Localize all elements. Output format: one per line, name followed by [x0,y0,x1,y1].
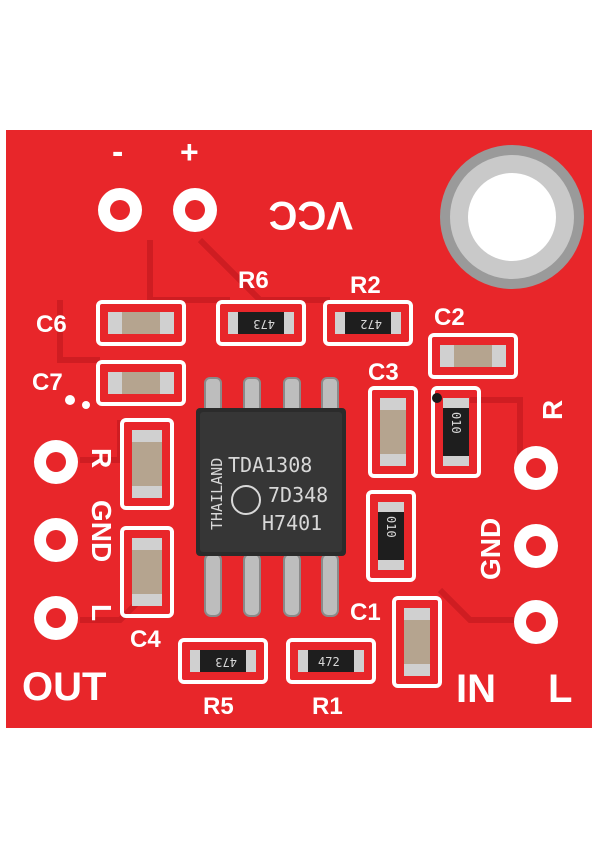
plus-label: + [180,134,199,170]
out-l-label: L [86,604,117,621]
chip-line2: 7D348 [268,483,328,507]
output-pads [34,440,78,640]
label-c1: C1 [350,599,381,626]
chip-line3: H7401 [262,511,322,535]
chip-side-text: THAILAND [208,458,226,530]
out-label: OUT [22,665,106,709]
out-gnd-label: GND [86,500,117,562]
chip-line1: TDA1308 [228,453,312,477]
in-gnd-label: GND [475,518,506,580]
label-c2: C2 [434,304,465,331]
philips-logo-icon [231,485,261,515]
r5-code: 473 [215,655,237,669]
label-r6: R6 [238,267,269,294]
label-c7: C7 [32,369,63,396]
silk-outlines [96,300,518,688]
label-c6: C6 [36,311,67,338]
in-label: IN [456,667,496,711]
label-r5: R5 [203,693,234,720]
r2-code: 472 [360,317,382,331]
r6-code: 473 [253,317,275,331]
vcc-label: VCC [269,193,353,237]
minus-label: - [112,133,123,171]
power-pads [98,188,217,232]
in-r-label: R [537,400,568,420]
label-r1: R1 [312,693,343,720]
label-c4: C4 [130,626,161,653]
input-pads [514,446,558,644]
label-c3: C3 [368,359,399,386]
smd-components [108,312,506,676]
r1-code: 472 [318,655,340,669]
in-l-label: L [548,667,572,711]
c3-side-code: 010 [449,412,463,434]
c1-side-code: 010 [384,516,398,538]
out-r-label: R [86,448,117,468]
label-r2: R2 [350,272,381,299]
